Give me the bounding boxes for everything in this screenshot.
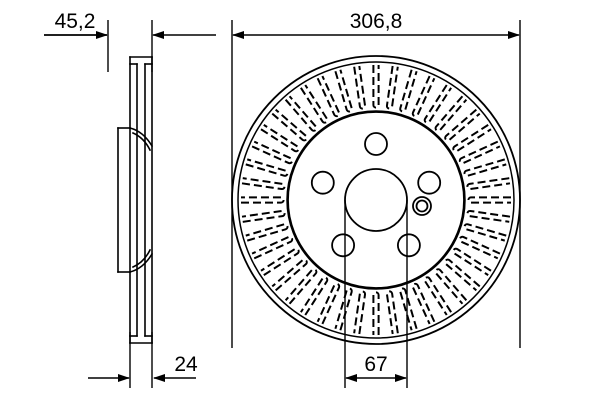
dimension-outer-diameter: 306,8 <box>231 10 521 348</box>
bolt-hole <box>417 170 442 195</box>
bolt-hole <box>364 132 388 156</box>
centre-bore-circle <box>344 168 408 232</box>
dimension-label-outer-diameter: 306,8 <box>350 10 403 33</box>
vane-band-inner-circle <box>286 110 466 290</box>
bolt-hole <box>331 233 356 258</box>
section-transition-curves <box>129 127 154 273</box>
front-view <box>231 55 521 345</box>
dimension-centre-bore: 67 <box>344 200 408 388</box>
dimension-overall-height: 45,2 <box>44 10 216 72</box>
bolt-hole-group <box>310 132 442 258</box>
dimension-label-centre-bore: 67 <box>364 353 387 376</box>
dimension-disc-thickness: 24 <box>88 332 198 388</box>
vane-band-outer-circle <box>237 61 515 339</box>
cross-section-view <box>117 56 154 344</box>
pilot-hole <box>412 196 432 216</box>
bolt-hole <box>310 170 335 195</box>
pilot-hole-inner <box>415 199 429 213</box>
section-outer-plates <box>129 56 153 344</box>
bolt-hole <box>396 233 421 258</box>
section-vent-gap <box>129 63 153 337</box>
dimension-label-overall-height: 45,2 <box>55 10 96 33</box>
section-hat <box>117 127 131 273</box>
dimension-label-disc-thickness: 24 <box>174 353 198 376</box>
